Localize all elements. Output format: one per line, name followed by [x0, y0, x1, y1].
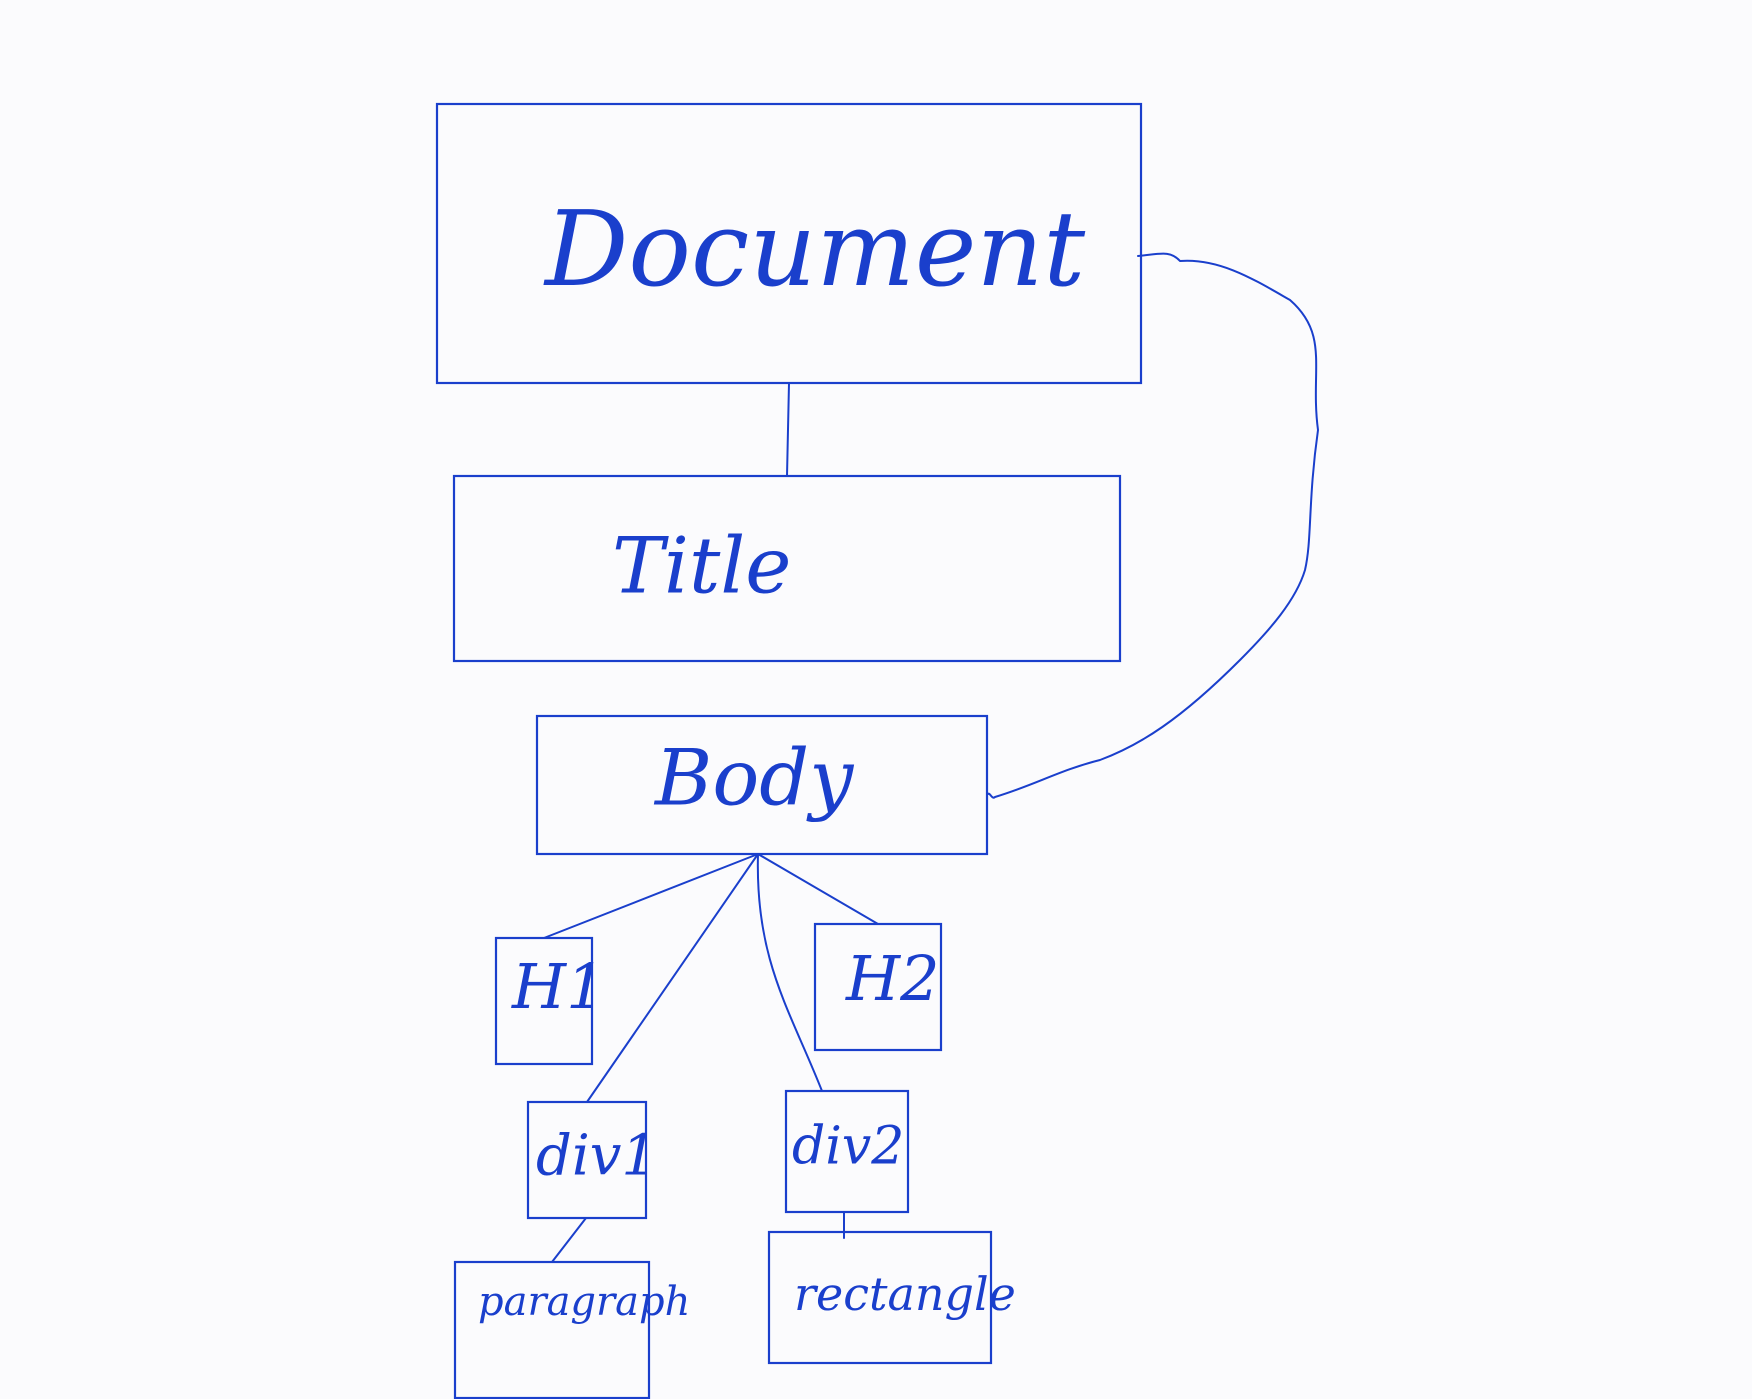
edge-body-h1 — [543, 853, 759, 939]
node-document-box — [435, 102, 1143, 385]
node-title-box — [452, 474, 1122, 663]
node-rectangle-box — [767, 1230, 993, 1365]
node-div2-box — [784, 1089, 910, 1214]
edge-div1-paragraph — [551, 1217, 587, 1263]
node-title: Title — [452, 474, 1122, 663]
node-body-label: Body — [653, 734, 854, 824]
node-h1-label: H1 — [511, 950, 606, 1023]
node-body: Body — [535, 714, 989, 856]
node-rectangle: rectangle — [767, 1230, 1016, 1365]
node-div1: div1 — [526, 1100, 657, 1220]
node-h1: H1 — [494, 936, 606, 1066]
node-document-label: Document — [543, 188, 1085, 310]
node-paragraph: paragraph — [453, 1260, 690, 1399]
node-h1-box — [494, 936, 594, 1066]
node-body-box — [535, 714, 989, 856]
edge-document-body — [987, 252, 1319, 799]
node-div2-label: div2 — [792, 1117, 904, 1177]
node-document: Document — [435, 102, 1143, 385]
node-paragraph-label: paragraph — [478, 1279, 690, 1325]
nodes-layer: Document Title Body H1 H2 div1 — [435, 102, 1143, 1399]
edge-body-h2 — [757, 853, 879, 925]
node-h2: H2 — [813, 922, 943, 1052]
node-paragraph-box — [453, 1260, 651, 1399]
edges-layer — [543, 252, 1319, 1263]
node-h2-label: H2 — [845, 942, 940, 1015]
node-title-label: Title — [612, 522, 791, 612]
node-h2-box — [813, 922, 943, 1052]
edge-document-title — [786, 382, 790, 477]
node-div2: div2 — [784, 1089, 910, 1214]
node-div1-box — [526, 1100, 648, 1220]
edge-body-div2 — [756, 853, 823, 1092]
edge-body-div1 — [586, 853, 759, 1103]
node-div1-label: div1 — [536, 1124, 657, 1189]
node-rectangle-label: rectangle — [794, 1267, 1016, 1321]
